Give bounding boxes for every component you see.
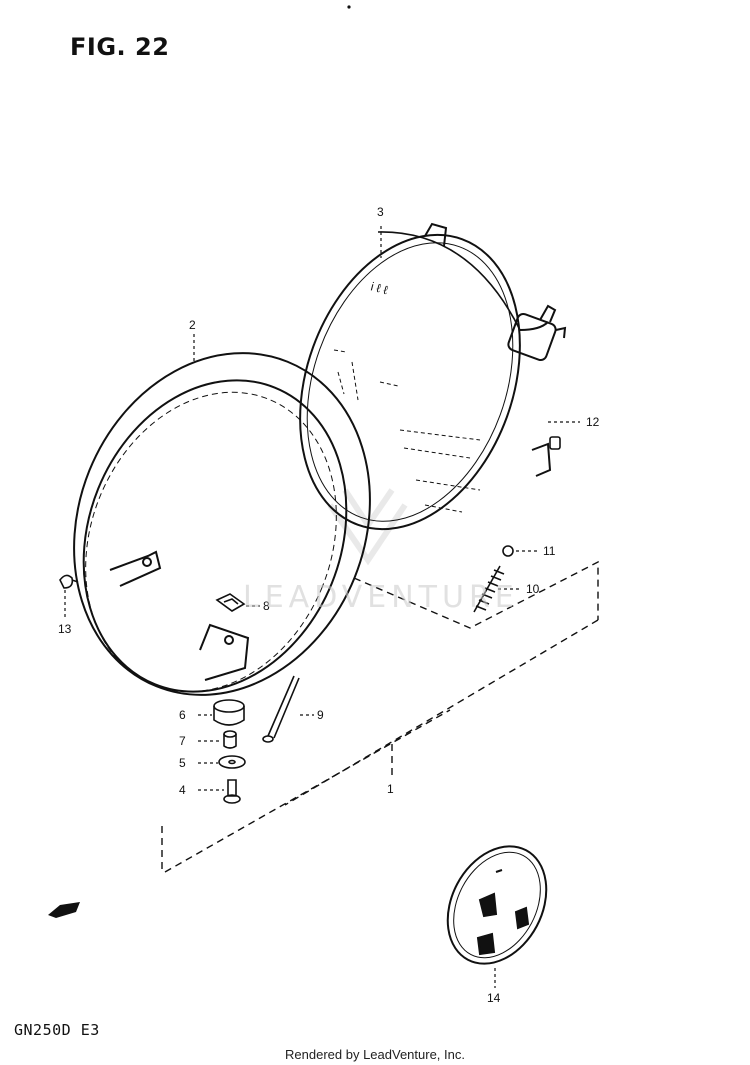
- rim-screw-drawing: [59, 574, 79, 589]
- callout-4: 4: [179, 783, 186, 797]
- sub-lens-drawing: [446, 845, 548, 965]
- headlight-unit-drawing: i ℓ ℓ: [299, 222, 567, 531]
- callout-14: 14: [487, 991, 501, 1005]
- leader-lines: [64, 226, 580, 988]
- spring-nut-drawing: [502, 545, 514, 557]
- clip-nut-drawing: [215, 593, 246, 612]
- headlight-rim-drawing: [73, 352, 371, 696]
- callout-7: 7: [179, 734, 186, 748]
- callout-11: 11: [543, 544, 556, 558]
- screw-drawing: [223, 779, 241, 804]
- callout-2: 2: [189, 318, 196, 332]
- callout-3: 3: [377, 205, 384, 219]
- callout-12: 12: [586, 415, 600, 429]
- callout-1: 1: [387, 782, 394, 796]
- svg-text:i ℓ ℓ: i ℓ ℓ: [369, 279, 389, 297]
- adjusting-bolt-drawing: [262, 675, 300, 743]
- callout-9: 9: [317, 708, 324, 722]
- washer-drawing: [218, 755, 246, 769]
- clip-drawing: [549, 436, 561, 450]
- callout-10: 10: [526, 582, 540, 596]
- callout-13: 13: [58, 622, 72, 636]
- figure-title: FIG. 22: [70, 33, 170, 61]
- render-credit: Rendered by LeadVenture, Inc.: [285, 1047, 465, 1062]
- callout-8: 8: [263, 599, 270, 613]
- assembly-frame-lines: [161, 560, 599, 873]
- corner-marker: [48, 902, 80, 918]
- callout-6: 6: [179, 708, 186, 722]
- watermark-text: LEADVENTURE: [243, 580, 519, 615]
- spring-drawing: [473, 565, 505, 613]
- model-code: GN250D E3: [14, 1021, 100, 1039]
- callout-5: 5: [179, 756, 186, 770]
- top-dot: [347, 5, 351, 9]
- collar-drawing: [223, 730, 237, 749]
- cushion-drawing: [213, 699, 245, 726]
